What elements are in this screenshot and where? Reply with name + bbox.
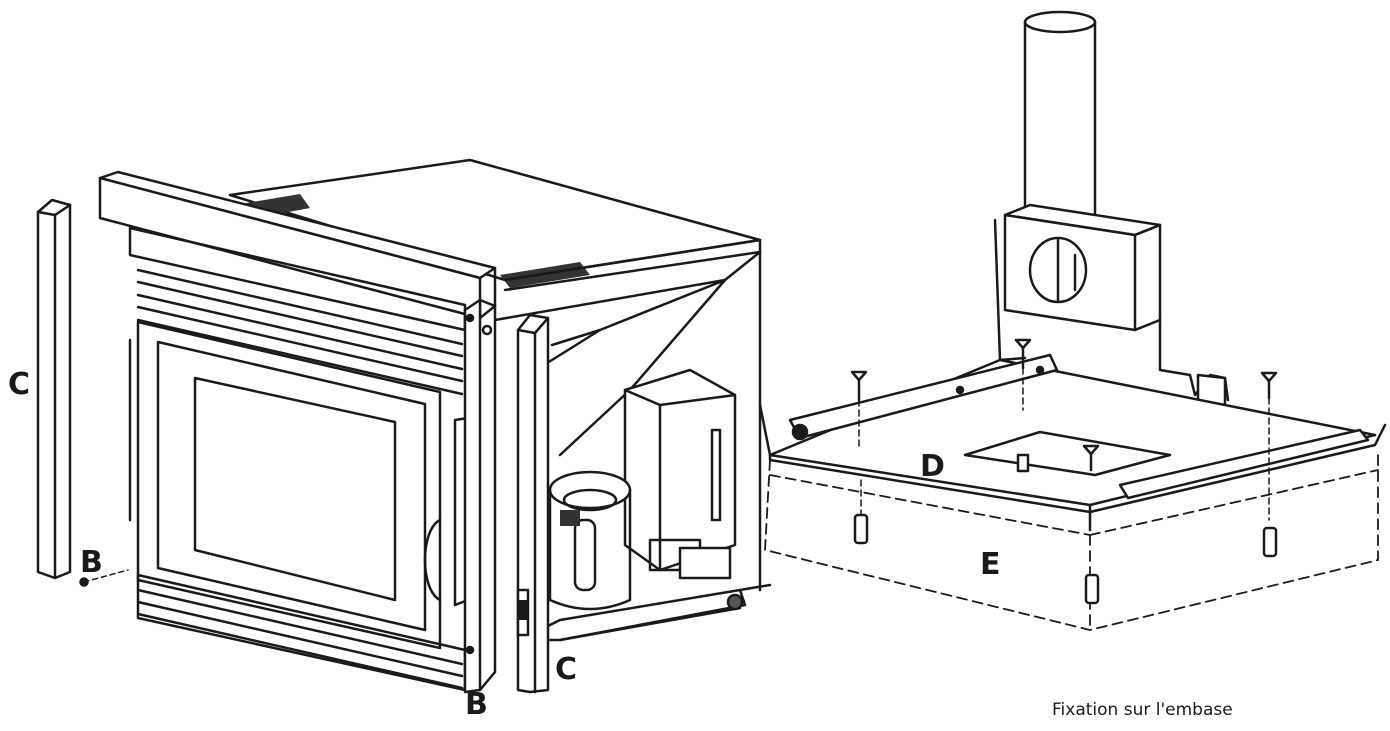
caption: Fixation sur l'embase bbox=[1052, 700, 1233, 720]
label-b-left: B bbox=[80, 545, 103, 580]
label-b-bottom: B bbox=[465, 687, 488, 722]
side-panel-c-left bbox=[36, 198, 72, 580]
label-c-bottom: C bbox=[555, 652, 578, 687]
rail-right bbox=[1118, 428, 1370, 500]
combustion-fan bbox=[548, 470, 732, 611]
stove-interior bbox=[493, 250, 762, 592]
frame-post bbox=[463, 298, 497, 694]
side-panel-c-right bbox=[516, 313, 550, 694]
flue-pipe bbox=[1023, 10, 1097, 222]
flue-box bbox=[1003, 203, 1162, 332]
top-trim bbox=[98, 170, 497, 320]
label-e: E bbox=[980, 547, 1001, 582]
stove-base bbox=[518, 583, 772, 642]
rail-left bbox=[788, 353, 1059, 441]
plate-screws bbox=[850, 338, 1278, 521]
base-dowels bbox=[853, 479, 1278, 605]
screw-b bbox=[79, 569, 129, 587]
top-cover bbox=[228, 158, 762, 292]
label-c-left: C bbox=[8, 367, 31, 402]
stove-insert bbox=[98, 158, 772, 694]
control-box bbox=[623, 368, 737, 572]
label-d: D bbox=[920, 449, 945, 484]
base-assembly bbox=[758, 10, 1387, 631]
